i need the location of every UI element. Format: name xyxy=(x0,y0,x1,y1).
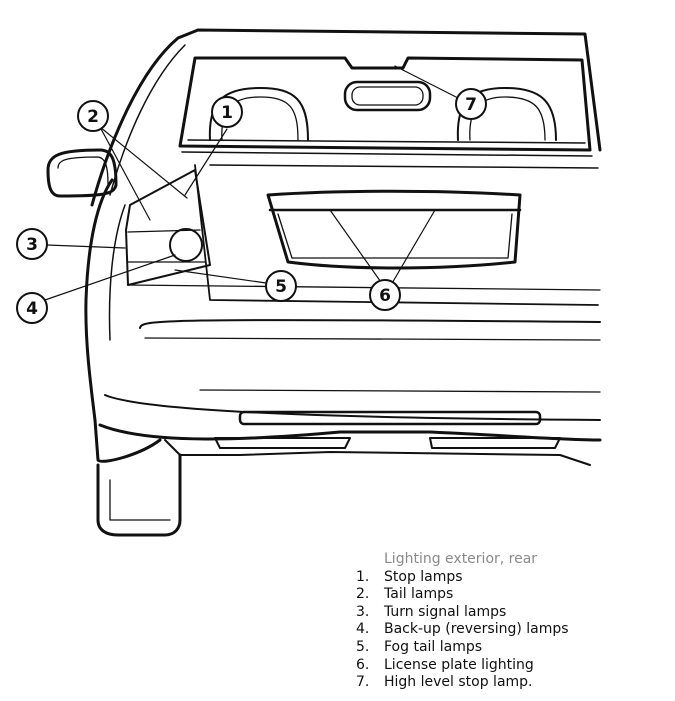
callout-3-label: 3 xyxy=(26,235,38,255)
rear-tyre xyxy=(96,453,182,537)
legend-item-text: High level stop lamp. xyxy=(384,674,533,691)
roof-outline xyxy=(90,28,602,207)
taillight-cluster xyxy=(125,169,211,286)
high-level-stop-lamp-inner xyxy=(351,86,424,106)
rear-window-inner xyxy=(187,139,586,144)
bumper-crease-lower xyxy=(144,337,601,341)
legend-item-text: Stop lamps xyxy=(384,568,463,585)
rear-window-base xyxy=(181,151,593,157)
bumper-body-line xyxy=(199,389,601,393)
legend-item-number: 2. xyxy=(356,586,370,603)
callout-6-label: 6 xyxy=(379,286,391,306)
callout-4: 4 xyxy=(16,292,48,324)
legend-item: 3. Turn signal lamps xyxy=(356,604,569,622)
body-left-side xyxy=(84,178,162,463)
license-plate-recess xyxy=(266,189,522,270)
taillight-divider-1 xyxy=(127,229,201,233)
legend-title: Lighting exterior, rear xyxy=(384,551,538,567)
rear-reflector xyxy=(238,410,542,426)
side-mirror-inner xyxy=(57,156,109,185)
leader-line-6a xyxy=(329,209,384,286)
bumper-crease xyxy=(139,319,601,329)
callout-5: 5 xyxy=(265,270,297,302)
callout-6: 6 xyxy=(369,279,401,311)
legend-item-number: 6. xyxy=(356,656,370,673)
legend-item-number: 5. xyxy=(356,638,370,655)
callout-5-label: 5 xyxy=(275,277,287,297)
legend-item: 7. High level stop lamp. xyxy=(356,674,569,692)
callout-1: 1 xyxy=(211,96,243,128)
legend-item-number: 3. xyxy=(356,603,370,620)
callout-1-label: 1 xyxy=(221,103,233,123)
legend-item: 6. License plate lighting xyxy=(356,657,569,675)
legend-list: 1. Stop lamps 2. Tail lamps 3. Turn sign… xyxy=(356,569,569,692)
leader-line-3 xyxy=(46,244,126,249)
legend-item-number: 1. xyxy=(356,568,370,585)
trunk-lid-top xyxy=(209,164,599,169)
rear-tyre-inner xyxy=(109,479,171,521)
legend-item-number: 4. xyxy=(356,621,370,638)
bumper-lower-edge xyxy=(104,394,601,421)
leader-line-2b xyxy=(99,126,188,199)
leader-line-2a xyxy=(99,126,151,221)
legend-item: 2. Tail lamps xyxy=(356,586,569,604)
leader-line-4 xyxy=(44,254,176,301)
trunk-lid xyxy=(194,164,599,306)
legend-item: 1. Stop lamps xyxy=(356,569,569,587)
leader-line-7 xyxy=(394,65,459,99)
side-mirror xyxy=(46,148,118,198)
legend-item-text: Tail lamps xyxy=(384,586,454,603)
callout-3: 3 xyxy=(16,228,48,260)
callout-2-label: 2 xyxy=(87,107,99,127)
high-level-stop-lamp xyxy=(343,80,432,112)
underbody xyxy=(164,439,591,466)
legend-item-text: Back-up (reversing) lamps xyxy=(384,621,569,638)
bumper-top-line xyxy=(127,284,601,291)
legend-item: 5. Fog tail lamps xyxy=(356,639,569,657)
body-left-inner xyxy=(108,204,126,341)
legend-item-text: Fog tail lamps xyxy=(384,638,483,655)
leader-line-1 xyxy=(184,128,228,196)
leader-lines xyxy=(44,65,459,301)
leader-line-5 xyxy=(174,269,267,284)
callout-7: 7 xyxy=(455,88,487,120)
rear-window xyxy=(178,56,592,152)
legend-item-text: Turn signal lamps xyxy=(384,603,507,620)
backup-lamp-lens xyxy=(169,228,203,262)
exhaust-recess-right xyxy=(429,437,561,449)
legend-item-number: 7. xyxy=(356,674,370,691)
leader-line-6b xyxy=(390,209,436,286)
license-plate-inner xyxy=(277,213,513,259)
callout-4-label: 4 xyxy=(26,299,38,319)
callout-2: 2 xyxy=(77,100,109,132)
callout-7-label: 7 xyxy=(465,95,477,115)
legend-item-text: License plate lighting xyxy=(384,656,534,673)
exhaust-recess xyxy=(214,437,351,449)
legend: Lighting exterior, rear 1. Stop lamps 2.… xyxy=(356,551,569,692)
legend-item: 4. Back-up (reversing) lamps xyxy=(356,621,569,639)
